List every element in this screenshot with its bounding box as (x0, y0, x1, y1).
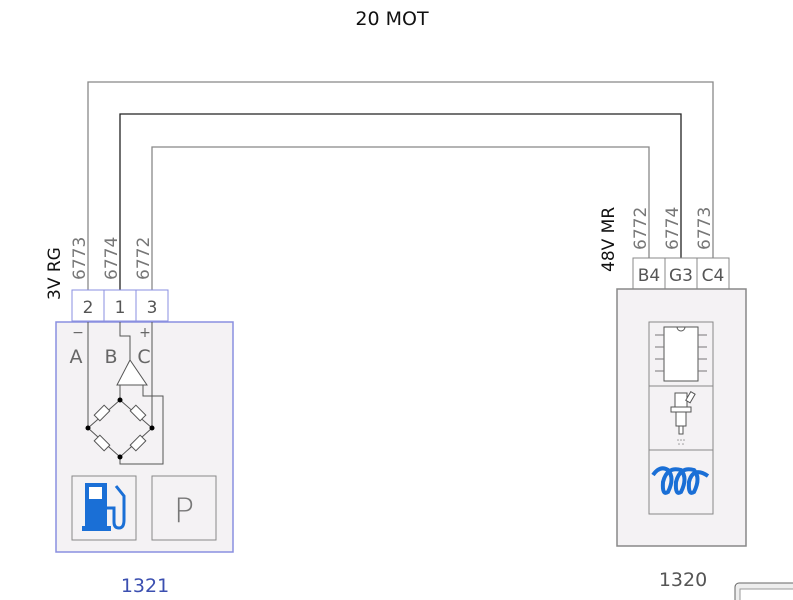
terminal-label: B (104, 346, 117, 368)
wire-label: 6773 (695, 207, 715, 250)
component-id-1320: 1320 (659, 569, 707, 591)
wire-label: 6774 (102, 237, 122, 280)
parking-p-icon: P (151, 475, 217, 541)
wire-6772[interactable] (151, 146, 650, 290)
wire-label: 6773 (70, 237, 90, 280)
wire-label: 6774 (663, 207, 683, 250)
fuel-pump-icon (71, 475, 137, 541)
pin-label: G3 (669, 266, 693, 286)
left-connector: 2 1 3 (71, 289, 169, 322)
component-id-1321: 1321 (121, 575, 169, 597)
wire-label: 6772 (134, 237, 154, 280)
wire-6774[interactable] (119, 113, 682, 290)
wire-label: 6772 (631, 207, 651, 250)
polarity-plus: + (139, 325, 151, 341)
polarity-minus: − (72, 325, 84, 341)
p-label: P (174, 491, 195, 531)
injector-icon (648, 385, 714, 451)
pin-label: 1 (115, 298, 126, 318)
diagram-title: 20 MOT (355, 8, 429, 30)
pin-label: B4 (638, 266, 660, 286)
bridge-sensor-circuit (85, 322, 164, 465)
coil-icon (648, 449, 714, 515)
pin-label: 3 (147, 298, 158, 318)
chip-icon (648, 321, 714, 387)
terminal-label: A (70, 346, 83, 368)
right-connector-label: 48V MR (599, 207, 619, 272)
right-connector: B4 G3 C4 (632, 257, 730, 290)
overlay-window-inner (739, 588, 793, 600)
pin-label: C4 (702, 266, 725, 286)
left-connector-label: 3V RG (45, 247, 65, 300)
terminal-label: C (137, 346, 150, 368)
wire-6773[interactable] (87, 81, 714, 290)
pin-label: 2 (83, 298, 94, 318)
